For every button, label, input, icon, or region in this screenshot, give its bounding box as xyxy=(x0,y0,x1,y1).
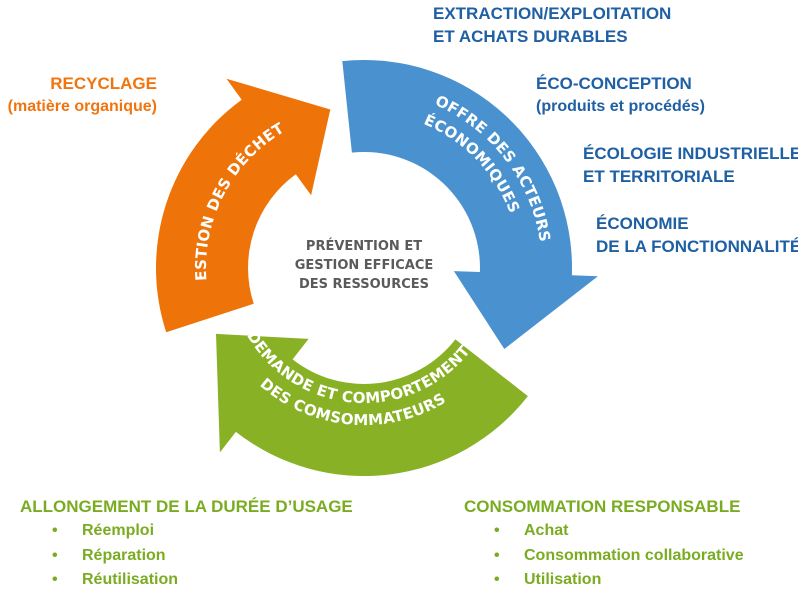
label-line: ÉCO-CONCEPTION xyxy=(536,74,692,93)
list-item: Utilisation xyxy=(494,568,744,593)
blue-arrow-supply xyxy=(342,59,598,350)
green-arrow-demand xyxy=(216,333,528,477)
label-extraction: EXTRACTION/EXPLOITATION ET ACHATS DURABL… xyxy=(433,2,671,48)
label-line: ET ACHATS DURABLES xyxy=(433,27,628,46)
list-item: Réutilisation xyxy=(52,568,353,593)
label-ecologie-industrielle: ÉCOLOGIE INDUSTRIELLE ET TERRITORIALE xyxy=(583,142,798,188)
label-line: EXTRACTION/EXPLOITATION xyxy=(433,4,672,23)
list-item: Réparation xyxy=(52,544,353,569)
center-line-1: PRÉVENTION ET xyxy=(306,238,422,254)
label-consommation: CONSOMMATION RESPONSABLE Achat Consommat… xyxy=(464,495,744,593)
orange-arrow-waste xyxy=(155,78,331,333)
list-item: Réemploi xyxy=(52,519,353,544)
label-line: (produits et procédés) xyxy=(536,98,705,115)
label-recyclage: RECYCLAGE (matière organique) xyxy=(5,72,157,118)
label-line: (matière organique) xyxy=(7,98,157,115)
center-line-2: GESTION EFFICACE xyxy=(295,258,434,273)
label-line: RECYCLAGE xyxy=(50,74,157,93)
label-eco-conception: ÉCO-CONCEPTION (produits et procédés) xyxy=(536,72,705,118)
list-item: Consommation collaborative xyxy=(494,544,744,569)
label-title: ALLONGEMENT DE LA DURÉE D’USAGE xyxy=(20,497,353,516)
label-title: CONSOMMATION RESPONSABLE xyxy=(464,497,741,516)
center-line-3: DES RESSOURCES xyxy=(299,277,429,292)
label-line: ET TERRITORIALE xyxy=(583,167,735,186)
list-item: Achat xyxy=(494,519,744,544)
label-economie-fonctionnalite: ÉCONOMIE DE LA FONCTIONNALITÉ xyxy=(596,212,798,258)
label-line: DE LA FONCTIONNALITÉ xyxy=(596,237,798,256)
label-allongement: ALLONGEMENT DE LA DURÉE D’USAGE Réemploi… xyxy=(20,495,353,593)
label-line: ÉCONOMIE xyxy=(596,214,689,233)
label-line: ÉCOLOGIE INDUSTRIELLE xyxy=(583,144,798,163)
